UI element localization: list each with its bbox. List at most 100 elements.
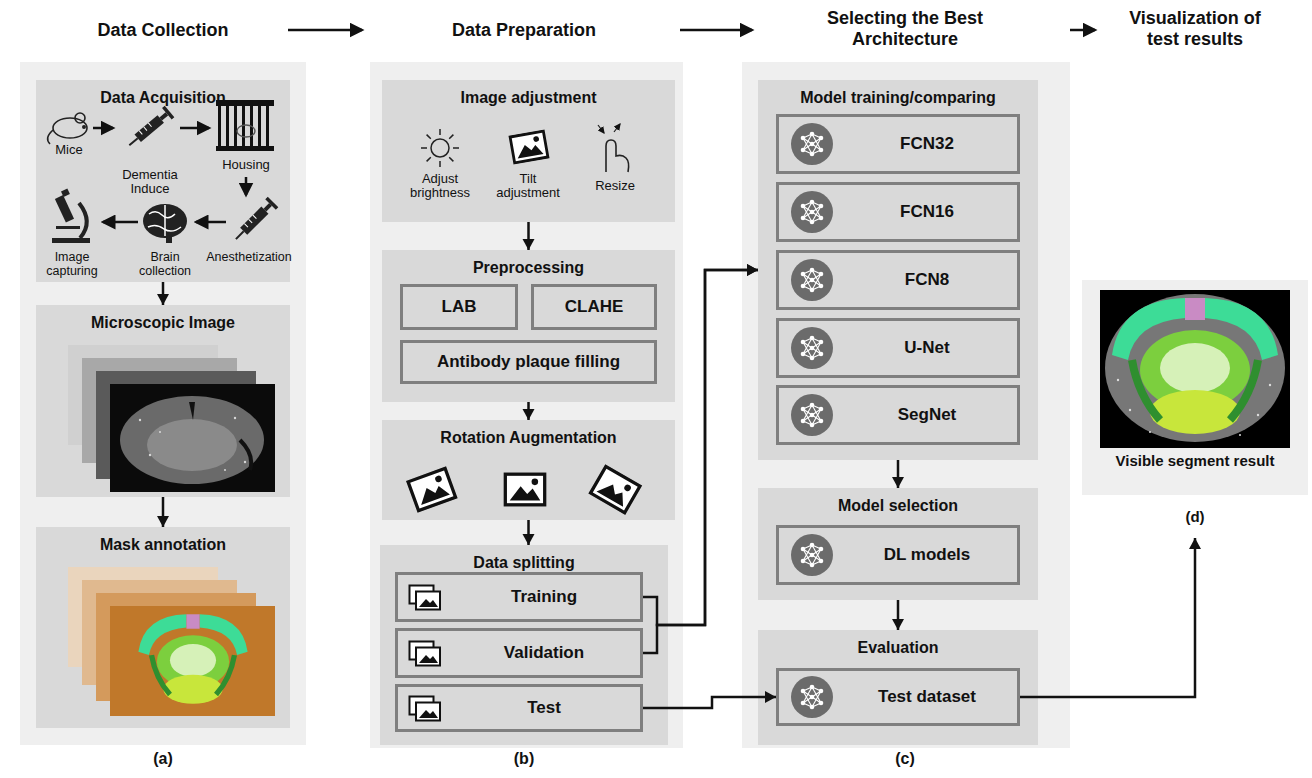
icon-label: Dementia Induce [115,168,185,196]
mouse-icon [53,118,87,138]
column-panel [742,62,1070,748]
cage-icon [237,125,255,137]
model-box: FCN32 [776,114,1020,174]
connector [523,222,535,250]
flow-arrow [288,29,1095,32]
column-panel [20,62,306,745]
arrow-head [747,264,758,276]
resize-icon [598,124,629,172]
box-fill [36,527,290,728]
mouse-icon [48,130,53,144]
brain-icon [143,204,187,243]
box-fill [382,250,675,402]
box-fill [758,488,1038,600]
microscope-icon [61,189,70,197]
node-title: Data splitting [380,553,668,572]
split-box: Training [395,572,643,622]
mask-stack [138,614,247,704]
flow-arrow [680,29,752,32]
arrow-head [523,239,535,250]
connector-line [1020,538,1195,697]
node-title: Evaluation [758,638,1038,657]
microscopy-stack [240,440,251,470]
brain-icon [148,205,181,236]
node-title: FCN8 [905,270,949,290]
microscope-icon [52,189,90,243]
step-arrow [93,128,246,222]
network-icon [791,327,833,369]
split-box: Test [395,684,643,732]
syringe-icon [124,106,174,151]
microscopy-stack [149,454,151,456]
connector [157,282,169,305]
brightness-icon [421,147,427,149]
node-title: Microscopic Image [36,313,290,332]
brightness-icon [449,135,453,139]
node-note: (d) [1082,508,1308,526]
section-box: Mask annotation [36,527,290,728]
node-title: SegNet [898,405,957,425]
brightness-icon [439,129,441,135]
connector [523,520,535,545]
brain-icon [149,212,175,218]
node-title: Training [511,587,577,607]
brightness-icon [439,161,441,167]
box-fill [382,420,675,520]
panel-letter: (b) [514,752,534,766]
resize-icon [606,140,629,172]
icon-label: Anesthetization [206,250,291,264]
section-box: Data splittingTrainingValidationTest [380,545,668,745]
node-title: Model training/comparing [758,88,1038,107]
section-box: EvaluationTest dataset [758,630,1038,745]
arrow-head [157,294,169,305]
connector-line [643,270,758,653]
microscopy-stack [224,469,226,471]
column-heading: Data Preparation [452,20,596,41]
cage-icon [234,106,237,146]
microscopy-stack [68,345,275,492]
cage-icon [218,106,221,146]
network-icon [791,534,833,576]
cage-icon [216,146,274,151]
dataset-icon [410,697,441,721]
dataset-icon [410,586,441,610]
section-box: Microscopic Image [36,305,290,497]
node-title: Model selection [758,496,1038,515]
rotated-image-icon [591,466,640,512]
icon-label: Resize [595,179,635,193]
segment-result-image [1105,294,1285,442]
model-box: U-Net [776,318,1020,378]
dataset-icon [410,642,441,666]
arrow-head [747,264,758,276]
microscopy-stack [159,431,161,433]
node-title: Rotation Augmentation [382,428,675,447]
rotated-image-icon [505,474,544,505]
microscopy-stack [234,417,236,419]
section-box: Model selectionDL models [758,488,1038,600]
column-heading: Selecting the Best Architecture [818,8,993,50]
flow-arrow [1070,29,1095,32]
microscope-icon [79,203,87,238]
microscopy-stack [139,419,141,421]
brightness-icon [427,135,431,139]
cage-icon [216,100,274,151]
cage-icon [258,106,261,146]
node-title: Image adjustment [382,88,675,107]
icon-label: Brain collection [130,250,200,278]
split-box: Validation [395,628,643,678]
microscope-icon [56,226,80,229]
tilt-icon [510,131,548,163]
microscopy-stack [147,419,237,471]
box-fill [382,80,675,222]
arrow-head [523,534,535,545]
arrow-head [765,691,776,703]
arrow-head [523,409,535,420]
box-fills [36,80,1038,745]
brightness-icon [421,129,459,167]
mask-stack [68,567,275,716]
mouse-icon [83,126,85,128]
step-arrow [245,177,248,195]
